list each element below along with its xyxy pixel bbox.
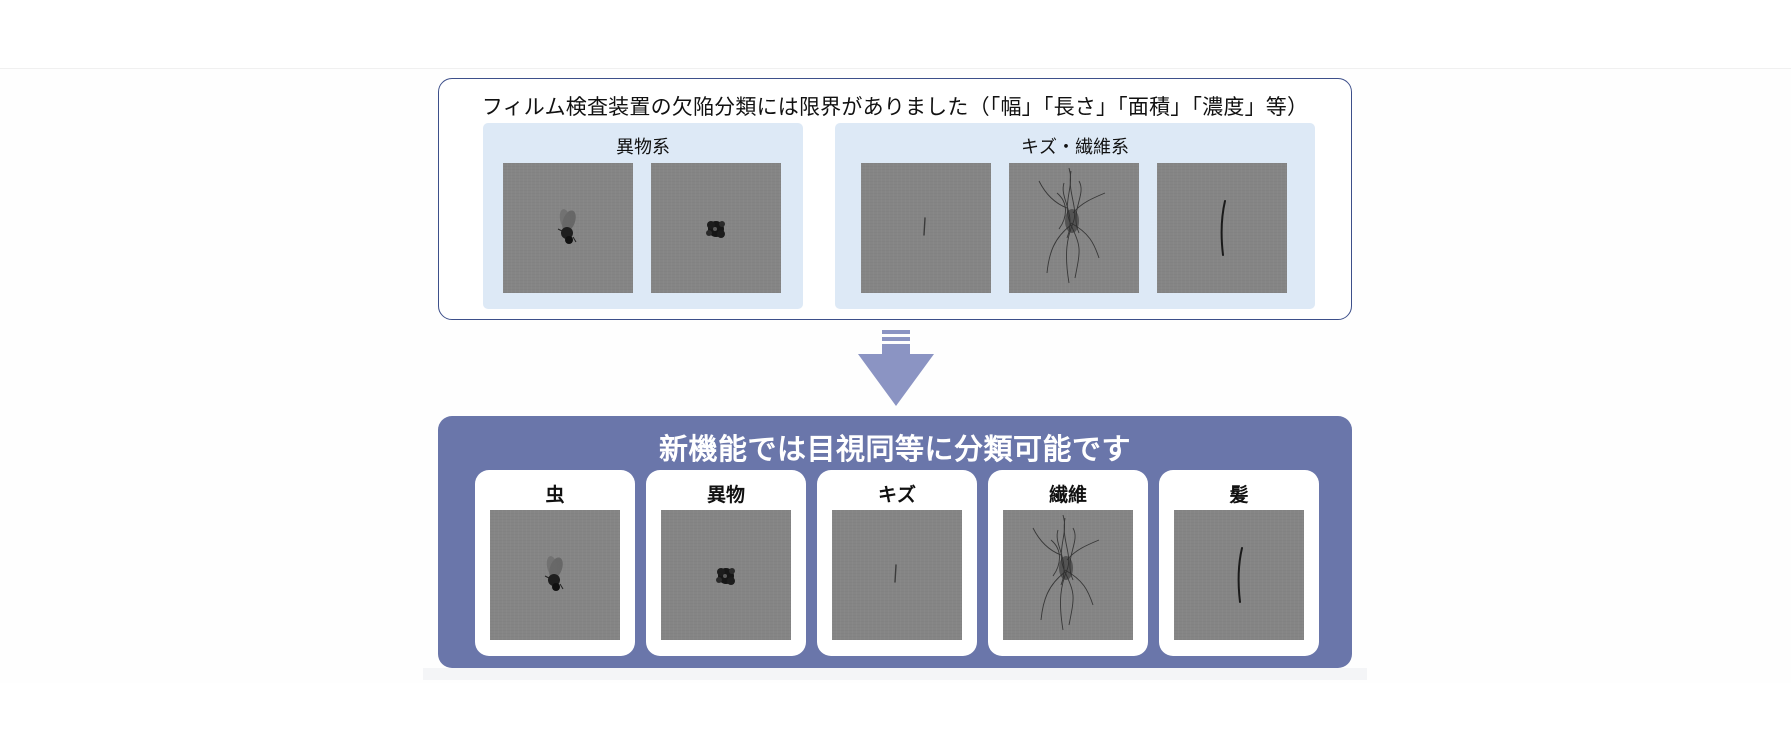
scratch-fiber-group-label: キズ・繊維系	[1021, 137, 1129, 158]
limitation-title: フィルム検査装置の欠陥分類には限界がありました（「幅」「長さ」「面積」「濃度」等…	[481, 95, 1309, 119]
insect-shape	[557, 209, 577, 244]
scratch-fiber-group: キズ・繊維系	[835, 123, 1315, 309]
foreign-particle-shape	[716, 568, 735, 585]
class-card-foreign: 異物	[646, 470, 806, 656]
foreign-particle-shape	[706, 221, 725, 238]
fiber-shape	[1032, 514, 1100, 631]
defect-image-scratch	[861, 163, 991, 293]
defect-image-fiber	[1009, 163, 1139, 293]
class-card-scratch: キズ	[817, 470, 977, 656]
class-card-insect: 虫	[475, 470, 635, 656]
down-arrow-icon	[858, 330, 934, 406]
class-image-hair	[1174, 510, 1304, 640]
class-card-label: 繊維	[1048, 484, 1087, 506]
foreign-matter-group-label: 異物系	[616, 137, 670, 158]
scratch-shape	[894, 564, 897, 583]
class-image-scratch	[832, 510, 962, 640]
hair-shape	[1220, 200, 1226, 256]
class-image-foreign	[661, 510, 791, 640]
class-card-fiber: 繊維	[988, 470, 1148, 656]
new-feature-box: 新機能では目視同等に分類可能です 虫 異物	[438, 416, 1352, 668]
class-image-fiber	[1003, 510, 1133, 640]
class-card-label: 異物	[706, 484, 745, 506]
class-card-hair: 髪	[1159, 470, 1319, 656]
class-card-label: キズ	[877, 484, 916, 506]
fiber-shape	[1038, 167, 1106, 284]
defect-image-insect	[503, 163, 633, 293]
limitation-box: フィルム検査装置の欠陥分類には限界がありました（「幅」「長さ」「面積」「濃度」等…	[438, 78, 1352, 320]
class-image-insect	[490, 510, 620, 640]
foreign-matter-group: 異物系	[483, 123, 803, 309]
insect-shape	[544, 556, 564, 591]
defect-image-foreign	[651, 163, 781, 293]
defect-image-hair	[1157, 163, 1287, 293]
new-feature-title: 新機能では目視同等に分類可能です	[658, 432, 1131, 466]
hair-shape	[1237, 547, 1243, 603]
class-card-label: 虫	[545, 484, 565, 506]
scratch-shape	[923, 217, 926, 236]
class-card-label: 髪	[1229, 484, 1249, 506]
down-arrow-shape	[858, 330, 934, 406]
background-strip	[423, 668, 1367, 680]
